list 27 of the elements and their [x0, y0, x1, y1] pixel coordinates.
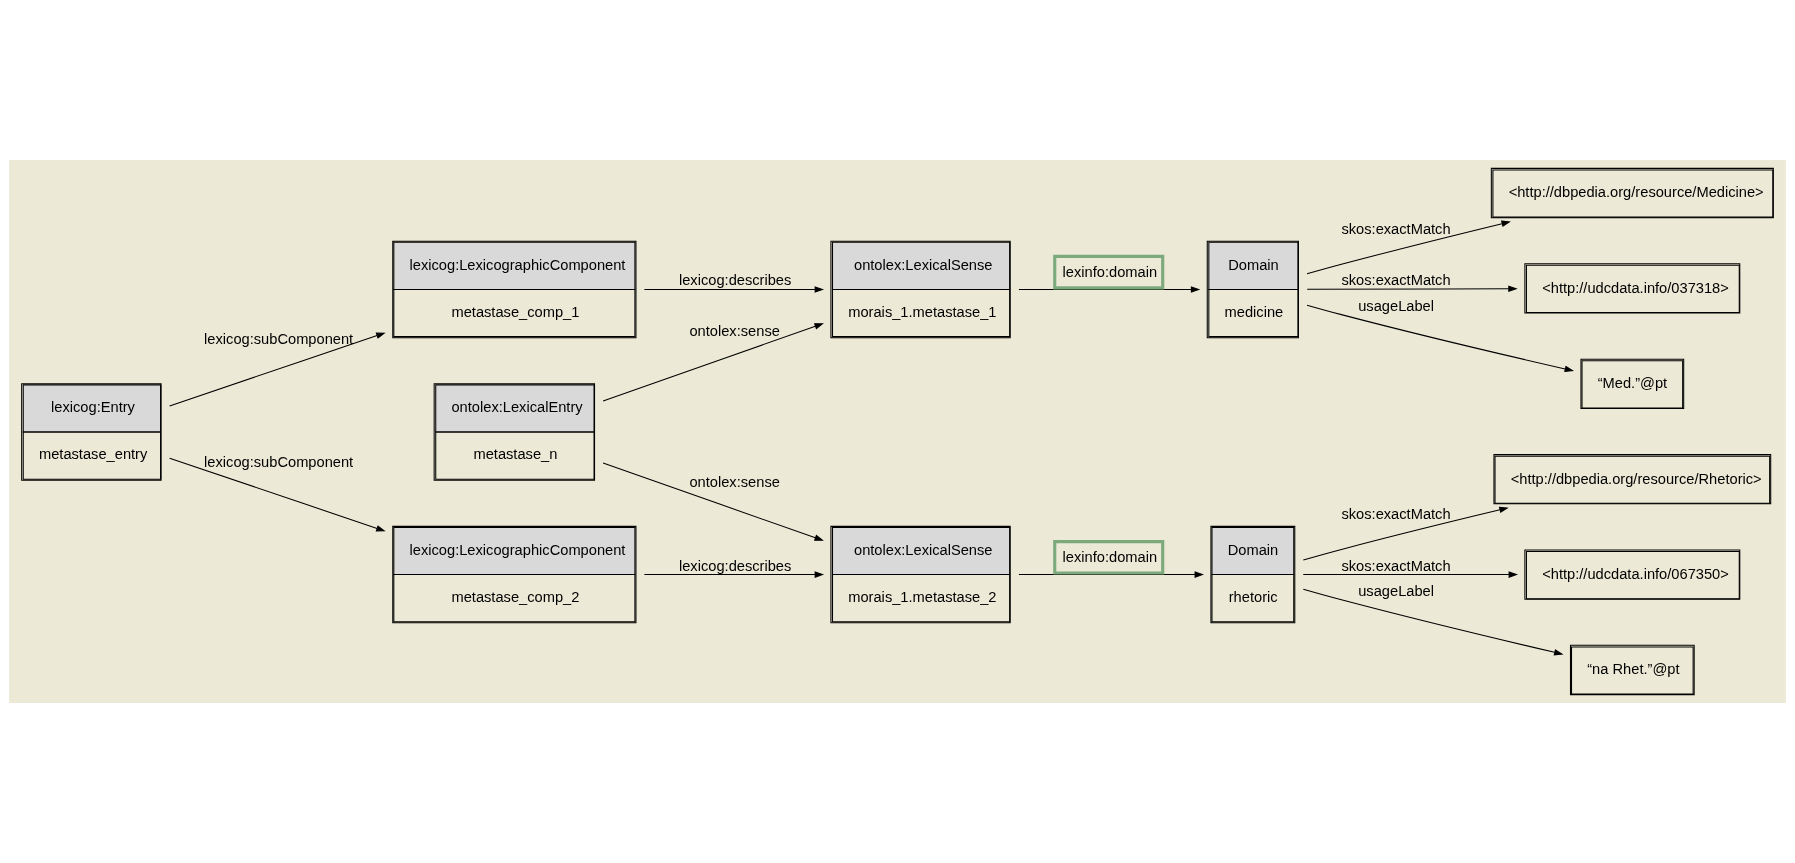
- arrow: [602, 323, 824, 402]
- arrow: [1302, 506, 1509, 561]
- arrow: [1306, 220, 1511, 275]
- arrow: [1018, 286, 1201, 293]
- edge-label: ontolex:sense: [689, 473, 780, 490]
- arrow: [1306, 285, 1518, 293]
- edge-label: lexicog:subComponent: [204, 331, 354, 348]
- arrow: [1306, 304, 1575, 373]
- edge-label: usageLabel: [1358, 582, 1435, 599]
- arrow: [643, 571, 825, 578]
- edge-label: lexinfo:domain: [1062, 548, 1158, 565]
- edge-label: skos:exactMatch: [1341, 272, 1451, 289]
- arrow: [602, 462, 824, 541]
- edge-label: usageLabel: [1358, 297, 1435, 314]
- arrow: [169, 457, 386, 532]
- arrow: [169, 332, 386, 407]
- edge-label: lexicog:describes: [678, 272, 792, 289]
- edge-label: skos:exactMatch: [1341, 557, 1451, 574]
- edge-label: lexicog:subComponent: [204, 453, 354, 470]
- edge-label: lexicog:describes: [678, 557, 792, 574]
- arrow: [1302, 588, 1564, 656]
- arrow: [1302, 571, 1519, 578]
- arrow: [643, 286, 825, 293]
- edge-label: ontolex:sense: [689, 322, 780, 339]
- edge-label: skos:exactMatch: [1341, 221, 1451, 238]
- edge-label: skos:exactMatch: [1341, 506, 1451, 523]
- edge-label: lexinfo:domain: [1062, 263, 1158, 280]
